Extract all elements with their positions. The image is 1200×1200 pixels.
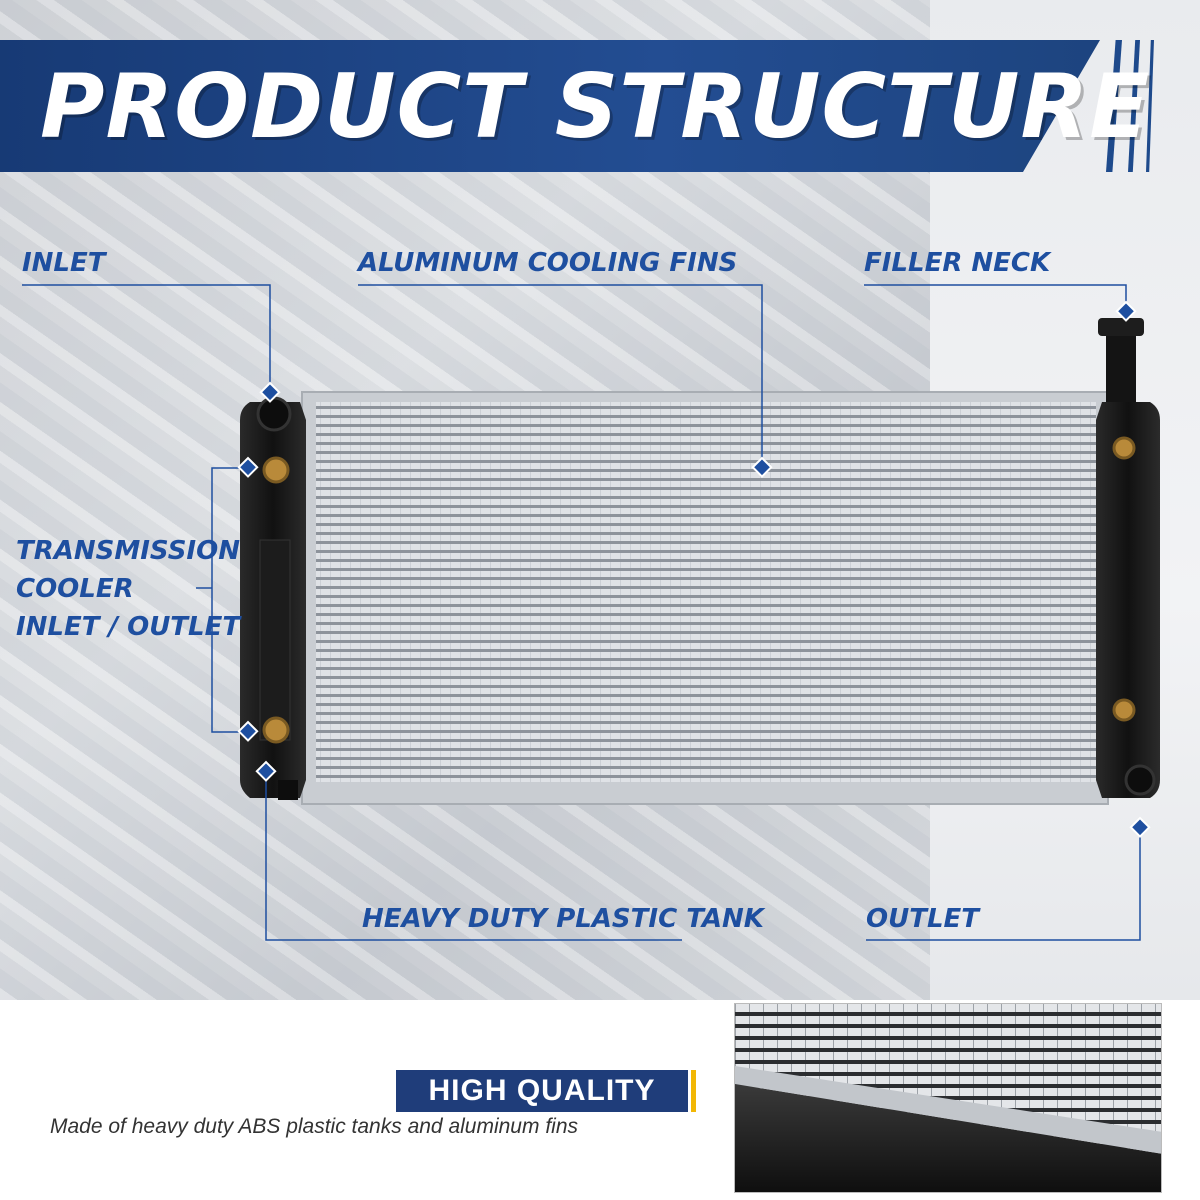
right-tank — [1096, 402, 1160, 798]
trans-fitting-top — [262, 456, 290, 484]
closeup-tank — [735, 1084, 1161, 1192]
right-fitting-top — [1112, 436, 1136, 460]
closeup-svg — [735, 1004, 1161, 1192]
title-banner — [0, 40, 1100, 172]
filler-neck-pipe — [1106, 330, 1136, 402]
marker-filler-neck — [1115, 300, 1137, 322]
filler-neck-cap — [1098, 318, 1144, 336]
marker-trans-top — [237, 456, 259, 478]
marker-tank — [255, 760, 277, 782]
label-outlet: OUTLET — [866, 904, 980, 934]
quality-description: Made of heavy duty ABS plastic tanks and… — [50, 1115, 578, 1138]
drain — [278, 780, 298, 800]
label-transmission-line1: TRANSMISSION — [16, 536, 240, 566]
callout-lines — [22, 284, 1151, 941]
label-transmission-line3: INLET / OUTLET — [16, 612, 241, 642]
right-fitting-bottom — [1112, 698, 1136, 722]
fin-closeup-image — [734, 1003, 1162, 1193]
radiator-core — [316, 402, 1096, 782]
banner-stripe — [1146, 40, 1154, 172]
trans-fitting-bottom — [262, 716, 290, 744]
label-filler-neck: FILLER NECK — [864, 248, 1051, 278]
radiator-illustration — [240, 310, 1170, 810]
high-quality-badge: HIGH QUALITY — [396, 1070, 696, 1112]
label-inlet: INLET — [22, 248, 106, 278]
radiator-svg — [240, 318, 1160, 805]
label-heavy-duty-plastic-tank: HEAVY DUTY PLASTIC TANK — [362, 904, 764, 934]
closeup-frame — [735, 1066, 1161, 1154]
marker-fins — [751, 456, 773, 478]
label-aluminum-cooling-fins: ALUMINUM COOLING FINS — [358, 248, 738, 278]
label-transmission-line2: COOLER — [16, 574, 134, 604]
page-title: PRODUCT STRUCTURE — [40, 55, 1151, 158]
marker-inlet — [259, 381, 281, 403]
outlet-pipe — [1124, 764, 1156, 796]
marker-trans-bottom — [237, 720, 259, 742]
marker-outlet — [1129, 816, 1151, 838]
